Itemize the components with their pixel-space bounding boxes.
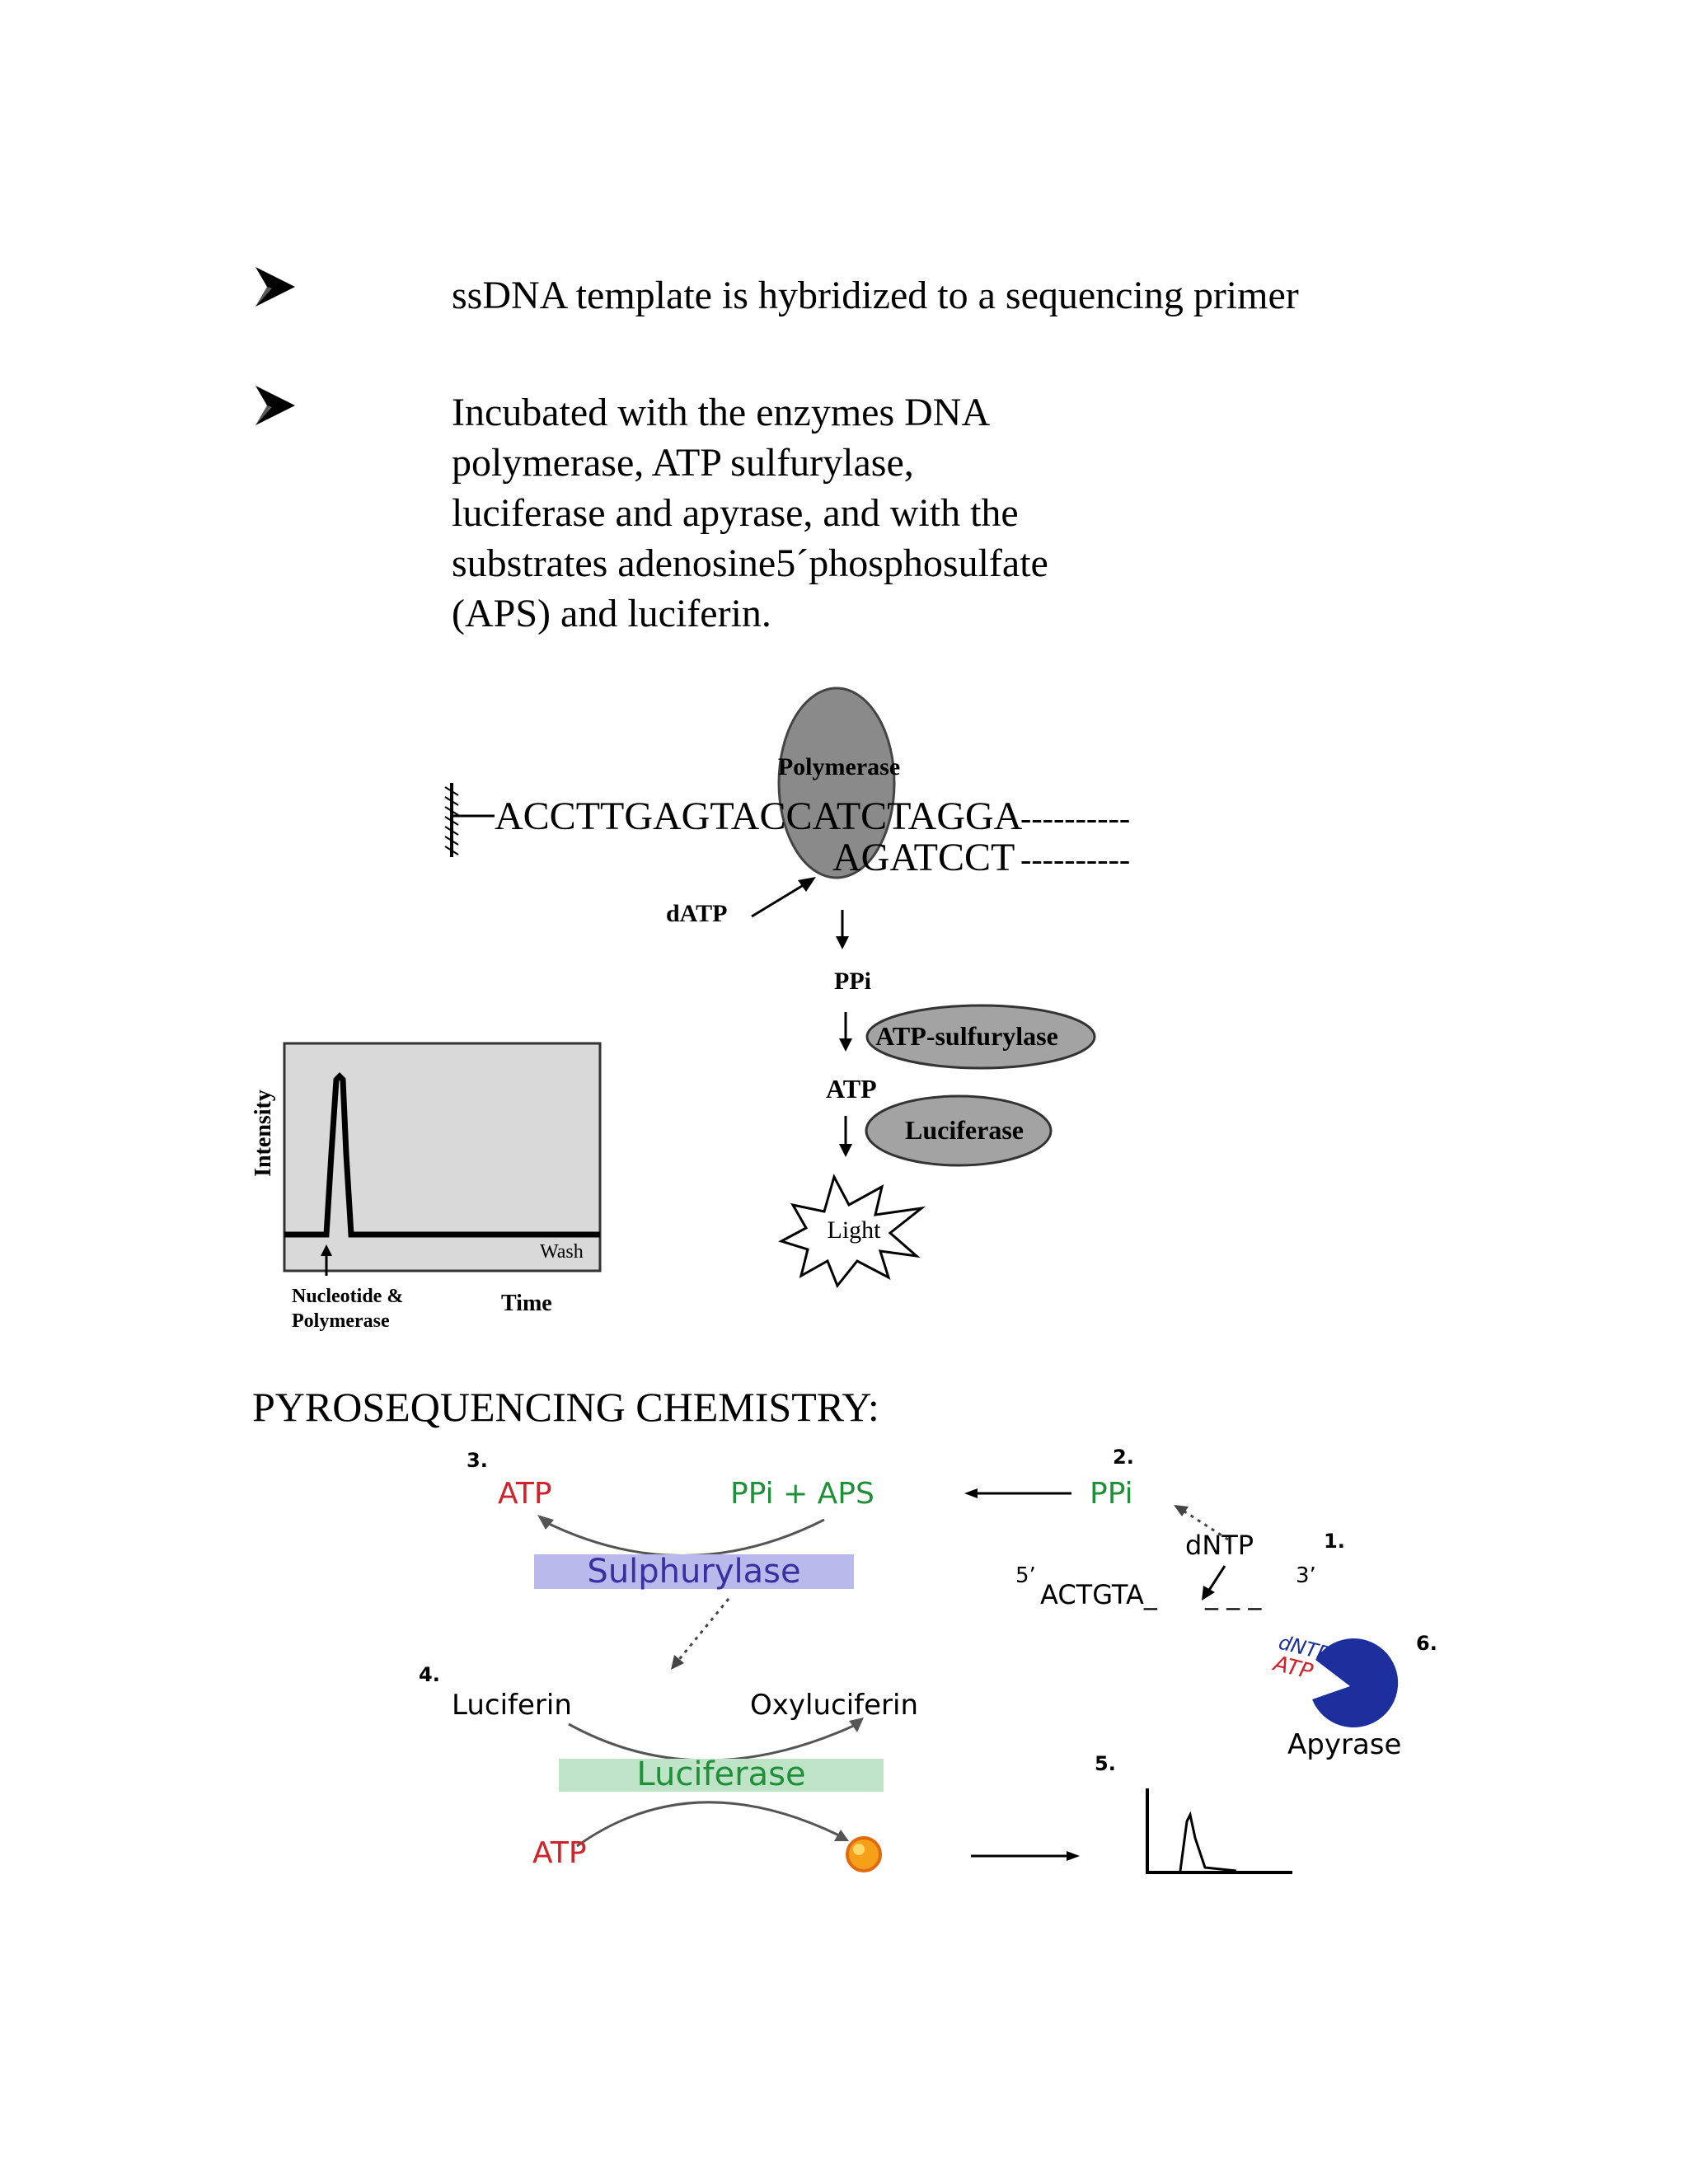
sulphurylase-label: Sulphurylase bbox=[587, 1553, 800, 1591]
ppi-release-label: PPi bbox=[1090, 1477, 1133, 1511]
sulphurylase-box bbox=[534, 1554, 854, 1589]
datp-arrow bbox=[751, 882, 807, 918]
luciferase-label: Luciferase bbox=[636, 1755, 805, 1793]
oxyluciferin-label: Oxyluciferin bbox=[750, 1689, 918, 1722]
polymerase-enzyme bbox=[777, 687, 896, 879]
primer-strand: AGATCCT bbox=[832, 836, 1015, 879]
cascade-arrow-icon bbox=[836, 910, 849, 949]
pyrosequencing-chemistry-figure: 3. 2. 1. 6. 4. 5. ATP PPi + APS PPi Sulp… bbox=[419, 1446, 1437, 1874]
bullet-2-line: Incubated with the enzymes DNA bbox=[452, 391, 991, 434]
cascade-arrow-icon bbox=[839, 1116, 852, 1157]
step-number-2: 2. bbox=[1113, 1446, 1134, 1469]
luciferase-label: Luciferase bbox=[905, 1115, 1024, 1145]
intensity-axis-label: Intensity bbox=[251, 1090, 276, 1177]
sulphurylase-curve-arrow bbox=[543, 1518, 825, 1557]
time-axis-label: Time bbox=[501, 1291, 552, 1316]
cascade-arrow-icon bbox=[839, 1012, 852, 1052]
marker-label-line2: Polymerase bbox=[292, 1310, 390, 1332]
luciferase-box bbox=[559, 1759, 884, 1792]
anchor-hatch-icon bbox=[444, 783, 495, 857]
marker-label-line1: Nucleotide & bbox=[292, 1286, 403, 1307]
sequence-label: ACTGTA_ bbox=[1040, 1579, 1158, 1610]
step-number-1: 1. bbox=[1324, 1530, 1345, 1553]
dotted-arrow bbox=[1181, 1508, 1229, 1541]
datp-label: dATP bbox=[666, 900, 727, 927]
dotted-arrow bbox=[676, 1598, 730, 1662]
intensity-graph: Intensity Wash Nucleotide & Polymerase T… bbox=[251, 1042, 602, 1332]
step-number-6: 6. bbox=[1416, 1632, 1437, 1655]
step-number-4: 4. bbox=[419, 1663, 440, 1686]
bullet-text-1: ssDNA template is hybridized to a sequen… bbox=[452, 274, 1299, 317]
section-heading: PYROSEQUENCING CHEMISTRY: bbox=[252, 1384, 879, 1430]
template-strand: ACCTTGAGTACCATCTAGGA bbox=[495, 794, 1023, 838]
atp-product-label: ATP bbox=[498, 1477, 552, 1511]
bullet-2-line: luciferase and apyrase, and with the bbox=[452, 491, 1019, 535]
ppi-label: PPi bbox=[834, 968, 871, 995]
light-label: Light bbox=[828, 1216, 882, 1244]
light-emission-icon bbox=[846, 1836, 882, 1872]
pyrogram-peak-icon bbox=[1146, 1788, 1292, 1874]
bullet-arrow-icon bbox=[256, 267, 295, 307]
three-prime-label: 3’ bbox=[1296, 1563, 1316, 1588]
luciferin-label: Luciferin bbox=[452, 1689, 572, 1722]
pyrosequencing-cascade-figure: Polymerase ACCTTGAGTACCATCTAGGA --------… bbox=[251, 687, 1130, 1332]
atp-substrate-label: ATP bbox=[532, 1836, 587, 1870]
polymerase-label: Polymerase bbox=[778, 753, 900, 780]
bullet-arrow-icon bbox=[256, 386, 295, 425]
atp-label: ATP bbox=[826, 1074, 877, 1104]
atp-sulfurylase-label: ATP-sulfurylase bbox=[875, 1021, 1058, 1051]
apyrase-enzyme-icon bbox=[1312, 1638, 1399, 1728]
atp-curve-arrow bbox=[576, 1801, 842, 1848]
bullet-2-line: polymerase, ATP sulfurylase, bbox=[452, 441, 914, 485]
wash-label: Wash bbox=[540, 1241, 584, 1263]
atp-sulfurylase-enzyme bbox=[865, 1004, 1096, 1070]
step-number-5: 5. bbox=[1095, 1752, 1116, 1775]
light-burst-icon bbox=[778, 1174, 926, 1288]
luciferase-enzyme bbox=[865, 1094, 1053, 1167]
step-number-3: 3. bbox=[467, 1449, 488, 1472]
dntp-label: dNTP bbox=[1185, 1530, 1254, 1561]
apyrase-label: Apyrase bbox=[1287, 1728, 1401, 1761]
primer-dashes: ---------- bbox=[1020, 841, 1130, 878]
template-dashes: ---------- bbox=[1020, 799, 1130, 837]
bullet-2-line: (APS) and luciferin. bbox=[452, 592, 771, 635]
bullet-2-line: substrates adenosine5´phosphosulfate bbox=[452, 541, 1048, 585]
five-prime-label: 5’ bbox=[1015, 1563, 1036, 1588]
ppi-aps-label: PPi + APS bbox=[730, 1477, 874, 1511]
